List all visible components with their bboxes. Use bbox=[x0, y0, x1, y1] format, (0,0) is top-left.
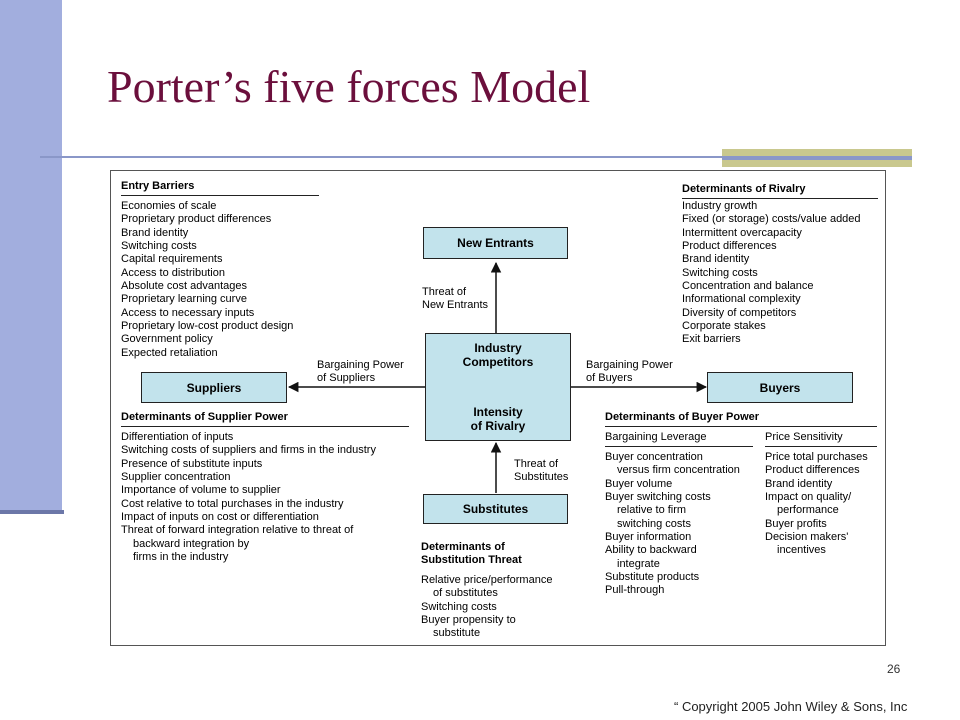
list-item: integrate bbox=[617, 557, 660, 570]
list-item: Buyer information bbox=[605, 531, 692, 544]
list-item: Switching costs of suppliers and firms i… bbox=[121, 444, 376, 457]
list-item: Product differences bbox=[765, 464, 860, 477]
list-item: Switching costs bbox=[682, 266, 758, 279]
buyers-box: Buyers bbox=[707, 372, 853, 403]
list-item: Corporate stakes bbox=[682, 320, 766, 333]
list-item: Decision makers' bbox=[765, 531, 849, 544]
list-item: Relative price/performance bbox=[421, 574, 553, 586]
left-accent-bar bbox=[0, 0, 62, 514]
list-item: Substitute products bbox=[605, 571, 700, 584]
list-item: Buyer volume bbox=[605, 477, 673, 490]
list-item: Concentration and balance bbox=[682, 280, 814, 293]
title-underline bbox=[40, 156, 912, 158]
bargaining-leverage-heading: Bargaining Leverage bbox=[605, 431, 753, 447]
list-item: Buyer propensity to bbox=[421, 614, 516, 627]
list-item: Price total purchases bbox=[765, 451, 868, 463]
price-sensitivity-heading: Price Sensitivity bbox=[765, 431, 877, 447]
list-item: Fixed (or storage) costs/value added bbox=[682, 213, 861, 226]
list-item: Impact on quality/ bbox=[765, 491, 852, 504]
list-item: Proprietary product differences bbox=[121, 213, 272, 226]
list-item: Cost relative to total purchases in the … bbox=[121, 497, 344, 510]
list-item: Product differences bbox=[682, 240, 777, 253]
list-item: Proprietary learning curve bbox=[121, 293, 247, 306]
list-item: Switching costs bbox=[121, 240, 197, 253]
list-item: Threat of forward integration relative t… bbox=[121, 524, 354, 537]
list-item: Brand identity bbox=[121, 226, 189, 239]
list-item: Importance of volume to supplier bbox=[121, 484, 281, 497]
list-item: Intermittent overcapacity bbox=[682, 226, 802, 239]
list-item: Buyer concentration bbox=[605, 451, 703, 463]
substitutes-label: Substitutes bbox=[462, 502, 529, 516]
left-accent-bar-edge bbox=[0, 510, 64, 514]
list-item: Supplier concentration bbox=[121, 471, 231, 484]
list-item: Brand identity bbox=[682, 253, 750, 266]
supplier-power-heading: Determinants of Supplier Power bbox=[121, 411, 409, 427]
list-item: Economies of scale bbox=[121, 200, 217, 212]
substitutes-box: Substitutes bbox=[423, 494, 568, 524]
list-item: Expected retaliation bbox=[121, 346, 218, 359]
list-item: Capital requirements bbox=[121, 253, 223, 266]
list-item: Brand identity bbox=[765, 477, 833, 490]
copyright-notice: “ Copyright 2005 John Wiley & Sons, Inc bbox=[674, 699, 908, 714]
new-entrants-box: New Entrants bbox=[423, 227, 568, 259]
list-item: Industry growth bbox=[682, 200, 758, 212]
list-item: substitute bbox=[433, 627, 481, 640]
slide-title: Porter’s five forces Model bbox=[107, 61, 591, 112]
title-accent-line bbox=[722, 158, 912, 160]
list-item: firms in the industry bbox=[133, 551, 229, 564]
list-item: Pull-through bbox=[605, 584, 665, 597]
buyers-label: Buyers bbox=[759, 380, 801, 395]
list-item: backward integration by bbox=[133, 537, 250, 550]
list-item: relative to firm bbox=[617, 504, 687, 517]
list-item: Buyer profits bbox=[765, 517, 827, 530]
list-item: Switching costs bbox=[421, 600, 497, 613]
list-item: Presence of substitute inputs bbox=[121, 457, 263, 470]
list-item: versus firm concentration bbox=[617, 464, 740, 477]
list-item: Absolute cost advantages bbox=[121, 280, 247, 293]
buyer-power-heading: Determinants of Buyer Power bbox=[605, 411, 877, 427]
list-item: Exit barriers bbox=[682, 333, 741, 346]
list-item: Access to distribution bbox=[121, 266, 225, 279]
list-item: of substitutes bbox=[433, 587, 498, 600]
list-item: switching costs bbox=[617, 517, 691, 530]
list-item: Ability to backward bbox=[605, 544, 697, 557]
suppliers-box: Suppliers bbox=[141, 372, 287, 403]
list-item: performance bbox=[777, 504, 839, 517]
list-item: incentives bbox=[777, 544, 826, 557]
list-item: Proprietary low-cost product design bbox=[121, 320, 294, 333]
page-number: 26 bbox=[887, 662, 901, 676]
list-item: Differentiation of inputs bbox=[121, 431, 234, 443]
list-item: Buyer switching costs bbox=[605, 491, 711, 504]
new-entrants-label: New Entrants bbox=[457, 236, 534, 250]
list-item: Impact of inputs on cost or differentiat… bbox=[121, 511, 319, 524]
entry-barriers-heading: Entry Barriers bbox=[121, 180, 319, 196]
rivalry-heading: Determinants of Rivalry bbox=[682, 183, 878, 199]
list-item: Diversity of competitors bbox=[682, 306, 797, 319]
suppliers-label: Suppliers bbox=[186, 380, 242, 395]
list-item: Informational complexity bbox=[682, 293, 801, 306]
list-item: Access to necessary inputs bbox=[121, 306, 255, 319]
list-item: Government policy bbox=[121, 333, 213, 346]
